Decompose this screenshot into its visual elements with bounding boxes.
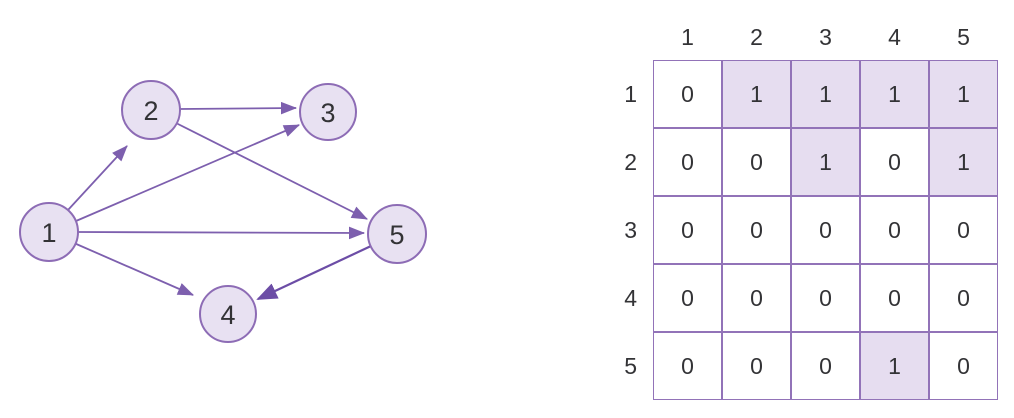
matrix-cell-2-4: 0	[860, 128, 929, 196]
matrix-cell-1-1: 0	[653, 60, 722, 128]
matrix-row-header-1: 1	[624, 80, 637, 107]
graph-node-5: 5	[367, 204, 427, 264]
matrix-col-header-3: 3	[819, 24, 832, 50]
matrix-col-header-5: 5	[957, 24, 970, 50]
matrix-cell-5-2: 0	[722, 332, 791, 400]
matrix-row-header-4: 4	[624, 284, 637, 311]
node-3-label: 3	[320, 98, 335, 128]
edge-1-5-arrow	[77, 226, 366, 240]
edge-5-4-arrow	[256, 245, 372, 300]
node-5-circle	[367, 204, 427, 264]
matrix-col-header-4: 4	[888, 24, 901, 50]
matrix-cell-4-3: 0	[791, 264, 860, 332]
matrix-cell-1-5: 1	[929, 60, 998, 128]
matrix-row-5: 5 0 0 0 1 0	[590, 332, 998, 400]
matrix-cell-5-4: 1	[860, 332, 929, 400]
matrix-col-header-2: 2	[750, 24, 763, 50]
matrix-row-header-5: 5	[624, 352, 637, 379]
matrix-cell-5-5: 0	[929, 332, 998, 400]
matrix-cell-1-4: 1	[860, 60, 929, 128]
adjacency-matrix-panel: 1 2 3 4 5 1 0 1 1 1 1 2 0 0 1 0 1 3 0	[590, 0, 998, 400]
matrix-row-3: 3 0 0 0 0 0	[590, 196, 998, 264]
matrix-cell-5-3: 0	[791, 332, 860, 400]
node-3-circle	[299, 83, 357, 141]
graph-node-1: 1	[19, 202, 79, 262]
matrix-cell-2-1: 0	[653, 128, 722, 196]
matrix-row-header-3: 3	[624, 216, 637, 243]
matrix-cell-5-1: 0	[653, 332, 722, 400]
matrix-cell-1-2: 1	[722, 60, 791, 128]
directed-graph-panel: 1 2 3 4 5	[0, 0, 470, 418]
matrix-column-header-row: 1 2 3 4 5	[590, 0, 998, 60]
matrix-col-header-1: 1	[681, 24, 694, 50]
matrix-cell-2-2: 0	[722, 128, 791, 196]
node-1-label: 1	[41, 218, 56, 248]
edge-1-2-arrow	[67, 145, 128, 211]
edge-1-3-arrow	[75, 124, 300, 222]
graph-node-2: 2	[121, 80, 181, 140]
node-1-circle	[19, 202, 79, 262]
matrix-row-header-2: 2	[624, 148, 637, 175]
matrix-cell-4-1: 0	[653, 264, 722, 332]
matrix-row-4: 4 0 0 0 0 0	[590, 264, 998, 332]
matrix-cell-3-1: 0	[653, 196, 722, 264]
graph-node-3: 3	[299, 83, 357, 141]
matrix-cell-3-5: 0	[929, 196, 998, 264]
matrix-cell-3-2: 0	[722, 196, 791, 264]
matrix-row-2: 2 0 0 1 0 1	[590, 128, 998, 196]
matrix-cell-4-2: 0	[722, 264, 791, 332]
edge-1-4-arrow	[73, 242, 194, 296]
matrix-cell-2-5: 1	[929, 128, 998, 196]
node-5-label: 5	[389, 220, 404, 250]
matrix-cell-3-3: 0	[791, 196, 860, 264]
matrix-cell-1-3: 1	[791, 60, 860, 128]
node-4-label: 4	[220, 300, 235, 330]
matrix-cell-4-4: 0	[860, 264, 929, 332]
matrix-corner-spacer	[590, 0, 653, 60]
node-4-circle	[199, 285, 257, 343]
matrix-cell-4-5: 0	[929, 264, 998, 332]
edge-2-5-arrow	[175, 122, 368, 220]
matrix-cell-2-3: 1	[791, 128, 860, 196]
matrix-row-1: 1 0 1 1 1 1	[590, 60, 998, 128]
matrix-cell-3-4: 0	[860, 196, 929, 264]
edge-2-3-arrow	[179, 101, 298, 115]
graph-node-4: 4	[199, 285, 257, 343]
node-2-circle	[121, 80, 181, 140]
directed-graph-svg: 1 2 3 4 5	[19, 80, 427, 343]
node-2-label: 2	[143, 96, 158, 126]
